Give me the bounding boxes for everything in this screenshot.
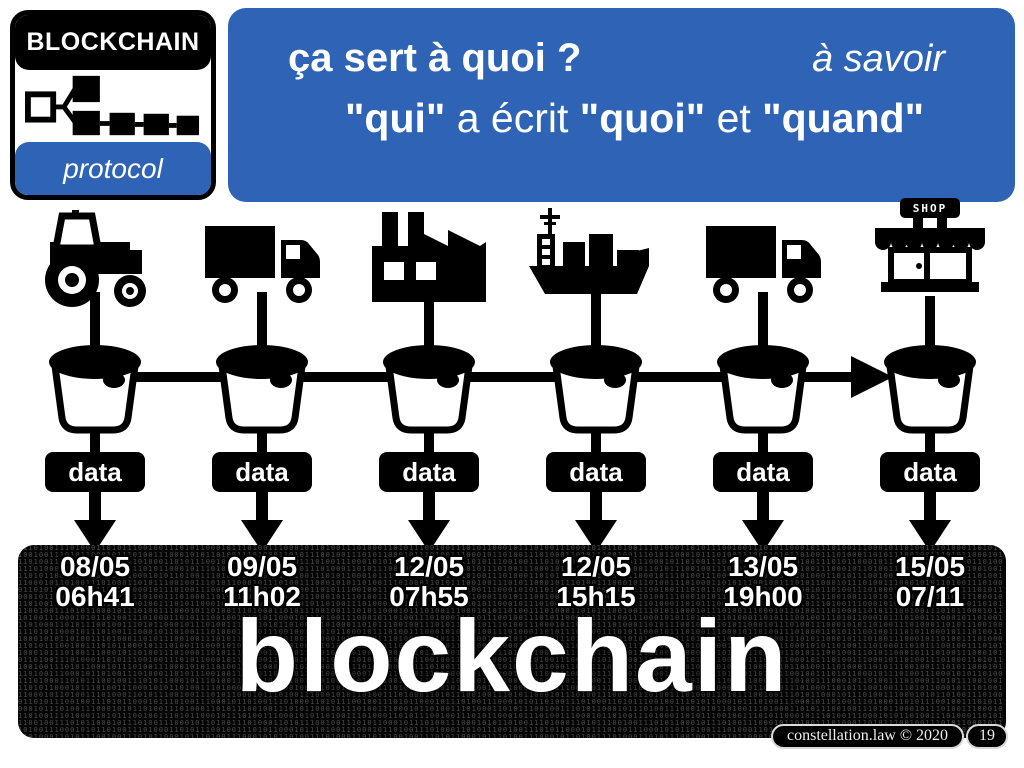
blockchain-fork-diagram-icon xyxy=(15,70,211,142)
chain-line xyxy=(95,372,855,382)
shop-icon: SHOP xyxy=(875,198,985,292)
blockchain-banner: 0110100111010001101011100100111010110001… xyxy=(18,545,1006,738)
timestamp-time: 07h55 xyxy=(389,581,469,612)
header-question: ça sert à quoi ? xyxy=(288,36,582,80)
connector-line xyxy=(423,490,435,524)
data-label: data xyxy=(212,452,312,492)
header-banner: ça sert à quoi ? à savoir "qui" a écrit … xyxy=(228,8,1015,202)
factory-stage xyxy=(354,206,504,312)
connector-line xyxy=(256,490,268,524)
bucket-icon xyxy=(880,340,980,436)
cargo-ship-icon xyxy=(529,208,649,294)
header-word-qui: "qui" xyxy=(344,95,446,141)
connector-line xyxy=(424,292,434,362)
binary-texture: 0110100111010001101011100100111010110001… xyxy=(18,545,1004,738)
logo-title: BLOCKCHAIN xyxy=(15,15,211,70)
timestamp-date: 13/05 xyxy=(727,551,799,582)
blockchain-diagram-icon xyxy=(25,75,200,136)
delivery-truck-icon xyxy=(706,226,821,303)
connector-line xyxy=(591,292,601,362)
header-word-quand: "quand" xyxy=(762,95,925,141)
distribution-stage xyxy=(688,206,838,312)
bucket-icon xyxy=(379,340,479,436)
farm-stage xyxy=(20,206,170,312)
bucket-icon xyxy=(546,340,646,436)
connector-line xyxy=(925,428,935,458)
timestamp-date: 08/05 xyxy=(59,551,131,582)
delivery-truck-icon xyxy=(205,226,320,303)
data-label: data xyxy=(379,452,479,492)
credit-badge: constellation.law © 2020 xyxy=(770,724,964,749)
connector-line xyxy=(257,428,267,458)
timestamp-time: 15h15 xyxy=(556,581,636,612)
header-text-et: et xyxy=(705,95,763,141)
shop-sign-text: SHOP xyxy=(913,202,948,215)
header-subtitle: "qui" a écrit "quoi" et "quand" xyxy=(288,95,981,142)
timestamp-date: 15/05 xyxy=(894,551,966,582)
connector-line xyxy=(757,490,769,524)
data-label: data xyxy=(546,452,646,492)
connector-line xyxy=(90,292,100,362)
logo-protocol-label: protocol xyxy=(15,142,211,195)
connector-line xyxy=(89,490,101,524)
data-label: data xyxy=(45,452,145,492)
timestamp-date: 12/05 xyxy=(560,551,632,582)
shipping-stage xyxy=(521,206,671,312)
timestamp-time: 06h41 xyxy=(55,581,135,612)
connector-line xyxy=(758,292,768,362)
tractor-icon xyxy=(45,210,146,307)
timestamp-date: 12/05 xyxy=(393,551,465,582)
blockchain-logo: BLOCKCHAIN protocol xyxy=(10,10,216,200)
header-word-quoi: "quoi" xyxy=(579,95,706,141)
retail-stage: SHOP xyxy=(855,198,1005,304)
bucket-icon xyxy=(713,340,813,436)
factory-icon xyxy=(372,212,486,302)
data-label: data xyxy=(880,452,980,492)
header-aside: à savoir xyxy=(811,38,945,80)
connector-line xyxy=(591,428,601,458)
connector-line xyxy=(257,292,267,362)
bucket-icon xyxy=(45,340,145,436)
bucket-icon xyxy=(212,340,312,436)
header-text-a-ecrit: a écrit xyxy=(445,95,580,141)
blockchain-word: blockchain xyxy=(235,599,789,713)
connector-line xyxy=(590,490,602,524)
connector-line xyxy=(925,296,935,362)
timestamp-time: 19h00 xyxy=(723,581,803,612)
data-label: data xyxy=(713,452,813,492)
timestamp-time: 11h02 xyxy=(223,581,301,612)
timestamp-date: 09/05 xyxy=(226,551,298,582)
connector-line xyxy=(758,428,768,458)
connector-line xyxy=(924,490,936,524)
timestamp-time: 07/11 xyxy=(895,581,965,612)
page-number-badge: 19 xyxy=(966,724,1008,749)
transport-stage xyxy=(187,206,337,312)
connector-line xyxy=(424,428,434,458)
connector-line xyxy=(90,428,100,458)
